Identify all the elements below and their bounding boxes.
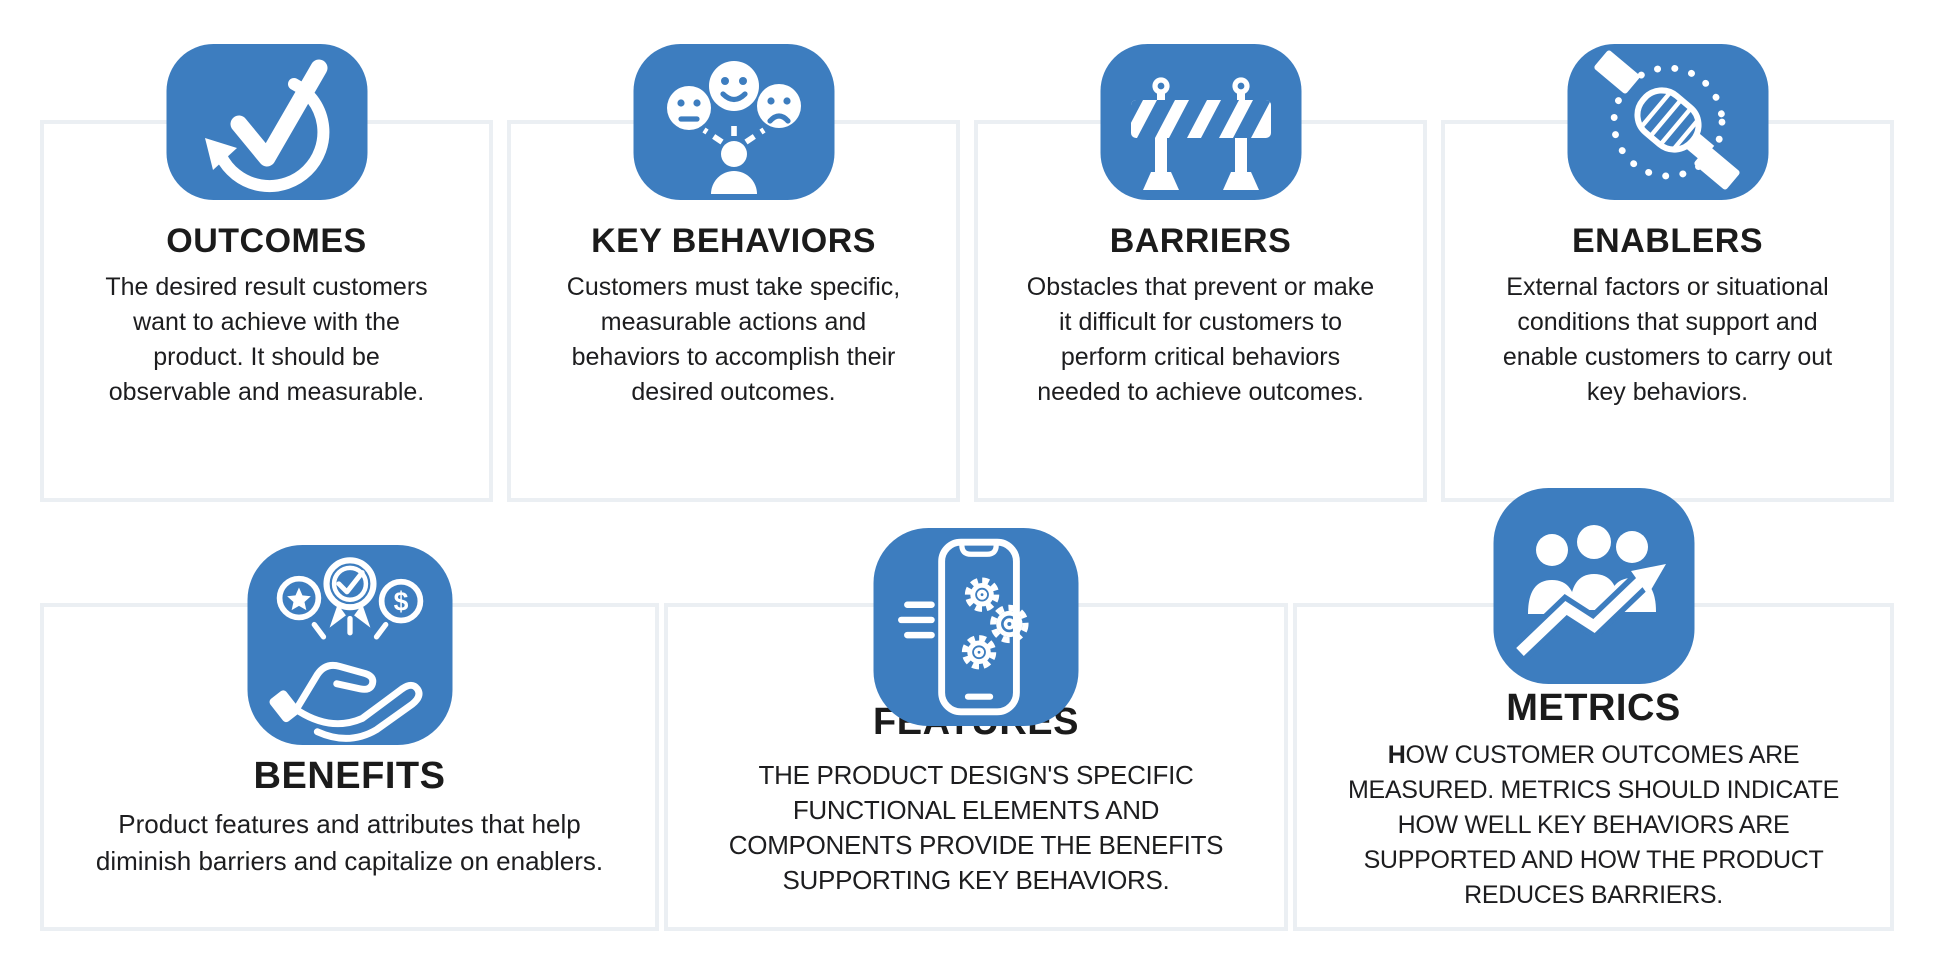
- phone-gears-icon: [873, 528, 1079, 726]
- checkmark-cycle-icon: [166, 44, 367, 200]
- card-title: KEY BEHAVIORS: [591, 222, 876, 260]
- card-title: METRICS: [1506, 687, 1681, 729]
- card-title: BARRIERS: [1109, 222, 1292, 260]
- card-description: THE PRODUCT DESIGN'S SPECIFIC FUNCTIONAL…: [728, 759, 1224, 895]
- card-description: Customers must take specific, measurable…: [566, 272, 901, 406]
- card-title: OUTCOMES: [166, 222, 367, 260]
- card-title: BENEFITS: [253, 755, 446, 797]
- card-description: Obstacles that prevent or make it diffic…: [1026, 272, 1375, 406]
- card-description: Product features and attributes that hel…: [95, 808, 604, 876]
- supporting-hands-icon: [1567, 44, 1768, 200]
- card-description: The desired result customers want to ach…: [105, 272, 428, 406]
- description-rest: OW CUSTOMER OUTCOMES ARE MEASURED. METRI…: [1347, 740, 1840, 909]
- card-title: ENABLERS: [1571, 222, 1764, 260]
- card-enablers: ENABLERS External factors or situational…: [1441, 44, 1894, 502]
- card-description: External factors or situational conditio…: [1502, 272, 1833, 406]
- people-growth-arrow-icon: [1493, 488, 1694, 684]
- card-metrics: METRICS HOW CUSTOMER OUTCOMES ARE MEASUR…: [1293, 488, 1894, 931]
- card-outcomes: OUTCOMES The desired result customers wa…: [40, 44, 493, 502]
- card-description: HOW CUSTOMER OUTCOMES ARE MEASURED. METR…: [1297, 738, 1890, 913]
- bold-lead-letter: H: [1387, 740, 1406, 769]
- card-features: FEATURES THE PRODUCT DESIGN'S SPECIFIC F…: [664, 528, 1288, 931]
- card-key-behaviors: KEY BEHAVIORS Customers must take specif…: [507, 44, 960, 502]
- rewards-in-hand-icon: $: [247, 545, 452, 745]
- card-benefits: $ BENEFITS Product features and attribut…: [40, 545, 659, 931]
- svg-text:$: $: [393, 587, 408, 617]
- roadblock-barrier-icon: [1100, 44, 1301, 200]
- customer-emotions-icon: [633, 44, 834, 200]
- card-barriers: BARRIERS Obstacles that prevent or make …: [974, 44, 1427, 502]
